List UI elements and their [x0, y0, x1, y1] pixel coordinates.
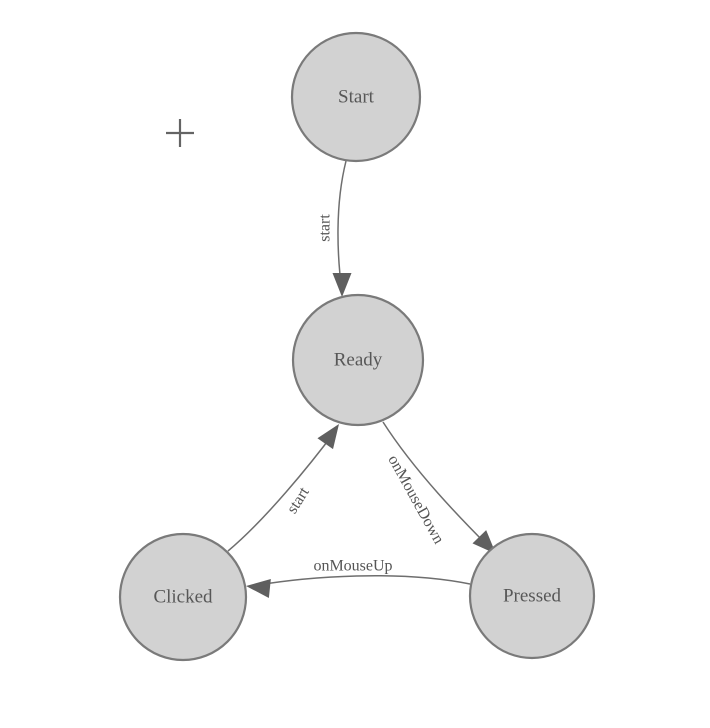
node-circle[interactable]	[468, 532, 596, 660]
crosshair-marker-layer	[166, 119, 194, 147]
node-label: Ready	[334, 349, 383, 370]
node-ready[interactable]: Ready	[291, 293, 425, 427]
edge-line	[251, 575, 471, 587]
node-pressed[interactable]: Pressed	[468, 532, 596, 660]
node-clicked[interactable]: Clicked	[118, 532, 248, 662]
edge-start-to-ready[interactable]: start	[317, 160, 352, 297]
arrowhead-icon	[472, 530, 496, 554]
edge-line	[337, 160, 347, 293]
node-label: Pressed	[503, 585, 562, 606]
edge-pressed-to-clicked[interactable]: onMouseUp	[245, 558, 471, 598]
node-label: Start	[338, 86, 375, 107]
node-circle[interactable]	[291, 293, 425, 427]
node-start[interactable]: Start	[290, 31, 422, 163]
node-label: Clicked	[153, 586, 213, 607]
node-circle[interactable]	[290, 31, 422, 163]
node-circle[interactable]	[118, 532, 248, 662]
edge-line	[227, 429, 337, 552]
arrowhead-icon	[332, 273, 352, 297]
crosshair-icon	[166, 119, 194, 147]
edge-clicked-to-ready[interactable]: start	[227, 419, 347, 552]
arrowhead-icon	[246, 579, 271, 598]
edge-ready-to-pressed[interactable]: onMouseDown	[382, 421, 503, 561]
edge-label: onMouseUp	[313, 558, 392, 575]
arrowhead-icon	[317, 424, 339, 450]
edge-label: start	[317, 214, 334, 242]
